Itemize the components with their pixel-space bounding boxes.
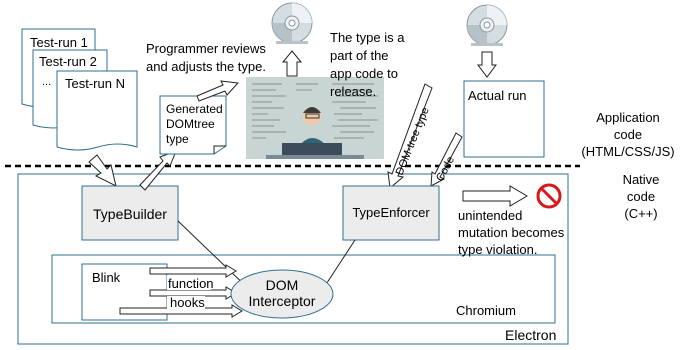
hook-arrow-1	[149, 264, 237, 278]
test-run-stack: Test-run 1 Test-run 2 ... Test-run N	[21, 28, 138, 151]
native-code-line3: (C++)	[624, 206, 657, 221]
function-label: function	[168, 276, 214, 291]
prohibited-icon	[536, 183, 562, 209]
programmer-screenshot	[246, 77, 384, 159]
typeenforcer-box	[342, 185, 440, 241]
violation-line3: type violation.	[458, 242, 538, 257]
typebuilder-box	[81, 185, 179, 241]
hooks-label: hooks	[170, 295, 205, 310]
actual-run-box	[463, 80, 545, 158]
hooks-label-bg	[167, 296, 205, 309]
violation-line2: mutation becomes	[458, 225, 565, 240]
violation-line1: unintended	[458, 208, 522, 223]
arrow-programmer-to-cd	[281, 50, 303, 77]
dom-interceptor-line2: Interceptor	[249, 293, 316, 309]
cd-icon	[466, 4, 508, 46]
test-run-n-label: Test-run N	[65, 76, 125, 91]
chromium-label: Chromium	[456, 303, 516, 318]
function-label-bg	[167, 275, 211, 290]
app-code-line2: code	[614, 127, 642, 142]
arrow-domtree-type-to-typeenforcer	[387, 83, 433, 189]
release-line4: release.	[330, 84, 376, 99]
test-run-1-label: Test-run 1	[30, 35, 88, 50]
hook-arrow-3	[119, 304, 243, 318]
typebuilder-label: TypeBuilder	[93, 206, 167, 222]
blink-label: Blink	[92, 270, 121, 285]
generated-doc-line1: Generated	[166, 102, 223, 116]
app-code-line3: (HTML/CSS/JS)	[581, 144, 674, 159]
release-line3: app code to	[330, 66, 398, 81]
test-run-2-label: Test-run 2	[39, 54, 97, 69]
dom-interceptor-line1: DOM	[266, 277, 299, 293]
generated-doc-line2: DOMtree	[166, 117, 215, 131]
arrow-cd-to-actual-run	[477, 51, 497, 78]
native-code-line2: code	[627, 189, 655, 204]
arrow-code-to-typeenforcer	[430, 132, 463, 187]
generated-domtree-doc	[159, 95, 227, 155]
arrow-testrun-to-typebuilder	[88, 154, 117, 187]
arrow-typeenforcer-to-violation	[462, 185, 528, 207]
arrow-typebuilder-to-generated	[139, 150, 177, 191]
typeenforcer-label: TypeEnforcer	[352, 205, 430, 220]
review-line1: Programmer reviews	[146, 41, 266, 56]
actual-run-label: Actual run	[468, 88, 527, 103]
electron-label: Electron	[505, 327, 556, 343]
arrow-generated-to-programmer	[196, 80, 240, 102]
test-run-n-doc	[56, 70, 138, 151]
dom-interceptor	[230, 269, 334, 319]
release-line2: part of the	[330, 48, 389, 63]
cd-icon	[271, 2, 313, 44]
generated-doc-line3: type	[166, 132, 189, 146]
native-code-line1: Native	[623, 172, 660, 187]
test-run-dots: ...	[42, 76, 51, 88]
app-code-line1: Application	[596, 110, 660, 125]
review-line2: and adjusts the type.	[146, 59, 266, 74]
generated-doc-fold	[213, 145, 226, 154]
release-line1: The type is a	[330, 30, 405, 45]
